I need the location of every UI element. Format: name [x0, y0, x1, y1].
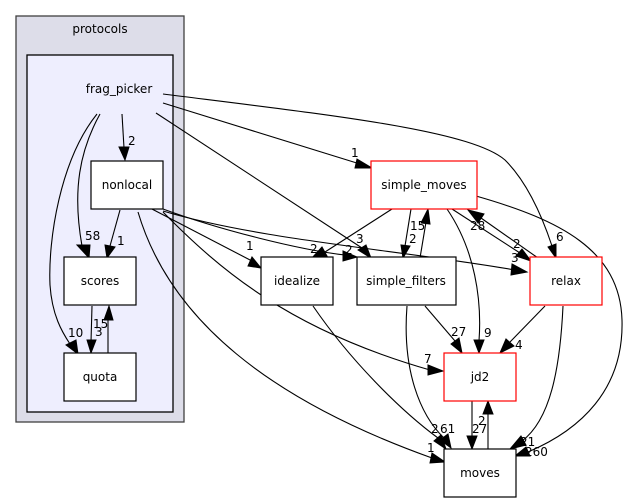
edge-label-simple_moves-simple_filters: 2	[409, 232, 417, 246]
edge-label-frag_picker-simple_moves: 1	[351, 146, 359, 160]
edge-label-nonlocal-jd2: 7	[424, 352, 432, 366]
arrowhead	[473, 339, 485, 355]
node-relax-label[interactable]: relax	[551, 274, 581, 288]
arrowhead	[400, 244, 411, 260]
node-nonlocal[interactable]: nonlocal	[90, 160, 164, 210]
edge-label-simple_filters-jd2: 27	[451, 325, 466, 339]
arrowhead	[420, 207, 431, 225]
arrowhead	[510, 263, 529, 276]
node-relax[interactable]: relax	[529, 256, 603, 306]
cluster-frag-picker-label[interactable]: frag_picker	[86, 82, 153, 96]
arrowhead	[342, 250, 359, 262]
edge-nonlocal-moves	[137, 211, 433, 459]
arrowhead	[118, 146, 130, 162]
edge-simple_filters-simple_moves	[419, 221, 427, 259]
edge-frag_picker-scores	[77, 113, 101, 247]
arrowhead	[499, 338, 515, 355]
node-moves[interactable]: moves	[443, 448, 517, 498]
edge-label-simple_moves-moves: 260	[525, 445, 548, 459]
edge-label-frag_picker-relax: 6	[556, 230, 564, 244]
edge-label-simple_moves-idealize: 2	[310, 242, 318, 256]
edge-label-simple_moves-jd2: 9	[484, 326, 492, 340]
edge-label-frag_picker-nonlocal: 2	[128, 134, 136, 148]
edge-label-frag_picker-scores: 58	[85, 229, 100, 243]
arrowhead	[427, 364, 445, 376]
arrowhead	[547, 243, 557, 260]
node-scores[interactable]: scores	[63, 256, 137, 306]
edge-simple_moves-relax	[451, 208, 521, 254]
node-jd2[interactable]: jd2	[443, 352, 517, 402]
edge-simple_moves-simple_filters	[404, 208, 412, 247]
edge-label-relax-jd2: 4	[515, 338, 523, 352]
edge-scores-quota	[90, 305, 93, 343]
edge-label-quota-scores: 15	[93, 317, 108, 331]
edge-simple_moves-moves	[475, 195, 623, 453]
edge-relax-moves	[521, 305, 564, 442]
arrowhead	[75, 244, 91, 260]
edge-label-nonlocal-idealize: 1	[246, 239, 254, 253]
arrowhead	[515, 248, 533, 262]
arrowhead	[104, 244, 116, 260]
edge-label-relax-simple_moves: 28	[470, 219, 485, 233]
node-simple-filters-label[interactable]: simple_filters	[366, 274, 446, 288]
edge-simple_moves-idealize	[324, 208, 393, 253]
node-simple-moves-label[interactable]: simple_moves	[381, 178, 466, 192]
arrowhead	[354, 158, 374, 169]
edge-label-relax-moves: 21	[520, 435, 535, 449]
arrowhead	[439, 433, 452, 450]
edge-relax-simple_moves	[480, 217, 539, 259]
edge-idealize-moves	[312, 305, 439, 439]
node-idealize-label[interactable]: idealize	[274, 274, 320, 288]
cluster-protocols-label: protocols	[72, 22, 127, 36]
node-jd2-label[interactable]: jd2	[470, 370, 490, 384]
edge-label-frag_picker-simple_filters: 3	[356, 232, 364, 246]
arrowhead	[247, 256, 263, 269]
edge-label-simple_moves-relax: 2	[513, 237, 521, 251]
node-simple-filters[interactable]: simple_filters	[356, 256, 457, 306]
edge-frag_picker-relax	[162, 93, 553, 247]
edge-label-scores-quota: 3	[95, 325, 103, 339]
node-scores-label[interactable]: scores	[81, 274, 120, 288]
edge-label-moves-jd2: 2	[478, 414, 486, 428]
node-simple-moves[interactable]: simple_moves	[370, 160, 478, 210]
edges: 2 58 10 1 3 6 1 1 2	[49, 93, 623, 464]
arrowhead	[482, 399, 494, 415]
node-moves-label[interactable]: moves	[460, 466, 500, 480]
node-idealize[interactable]: idealize	[260, 256, 334, 306]
edge-nonlocal-idealize	[149, 207, 253, 262]
edge-frag_picker-nonlocal	[121, 113, 125, 149]
arrowhead	[508, 435, 527, 450]
edge-frag_picker-simple_filters	[155, 112, 363, 249]
edge-label-nonlocal-simple_filters: 2	[345, 243, 353, 257]
edge-simple_moves-jd2	[446, 208, 481, 342]
node-quota[interactable]: quota	[63, 352, 137, 402]
arrowhead	[466, 209, 485, 224]
edge-label-nonlocal-moves: 1	[427, 441, 435, 455]
edge-relax-jd2	[509, 305, 546, 343]
edge-frag_picker-simple_moves	[162, 102, 361, 165]
arrowhead	[103, 304, 114, 321]
edge-nonlocal-scores	[109, 209, 121, 247]
edge-frag_picker-quota	[49, 113, 98, 345]
arrowhead	[86, 339, 97, 355]
node-nonlocal-label[interactable]: nonlocal	[102, 178, 153, 192]
edge-label-jd2-moves: 27	[472, 422, 487, 436]
arrowhead	[450, 337, 463, 355]
edge-simple_filters-moves	[405, 305, 445, 439]
edge-label-idealize-moves: 2	[431, 422, 439, 436]
edge-label-simple_filters-moves: 61	[440, 422, 455, 436]
edge-label-nonlocal-relax: 3	[511, 251, 519, 265]
edge-label-simple_filters-simple_moves: 15	[410, 219, 425, 233]
edge-label-nonlocal-scores: 1	[117, 234, 125, 248]
arrowhead	[65, 339, 79, 356]
arrowhead	[513, 446, 531, 457]
node-quota-label[interactable]: quota	[83, 370, 118, 384]
edge-label-frag_picker-quota: 10	[68, 326, 83, 340]
arrowhead	[466, 435, 478, 451]
edge-nonlocal-relax	[162, 210, 516, 271]
edge-simple_filters-jd2	[424, 305, 456, 342]
arrowhead	[429, 452, 447, 464]
